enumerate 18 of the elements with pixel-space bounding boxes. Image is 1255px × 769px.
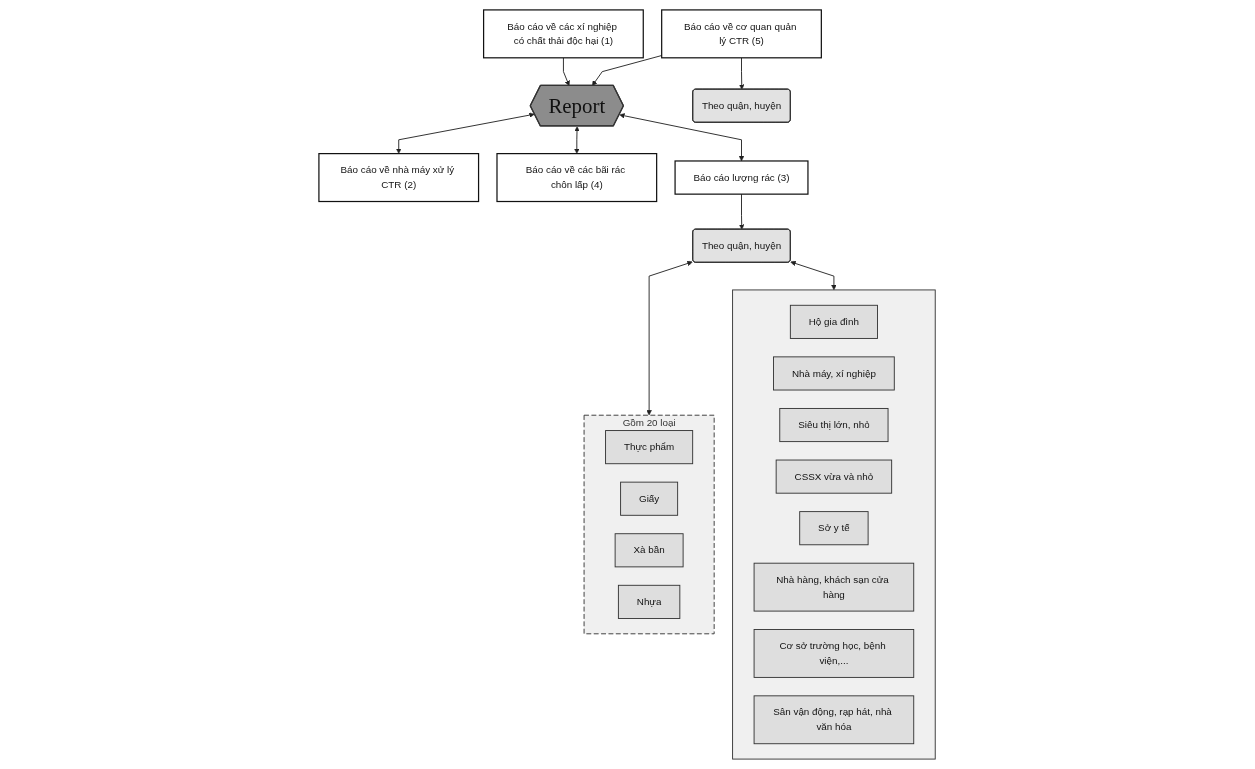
node-box: Báo cáo lượng rác (3) (674, 160, 809, 195)
node-box: Giấy (620, 481, 679, 516)
node-box: Nhà hàng, khách sạn cửa hàng (754, 562, 915, 612)
node-box: Sở y tế (799, 511, 869, 546)
node-box: Cơ sở trường học, bệnh viện,... (754, 629, 915, 678)
cluster (732, 289, 937, 760)
node-box: Siêu thị lớn, nhỏ (779, 408, 889, 443)
node-box: CSSX vừa và nhỏ (776, 459, 893, 494)
node-box: Báo cáo về các bãi rác chôn lấp (4) (496, 153, 658, 203)
node-box: Nhựa (618, 584, 681, 619)
node-box: Báo cáo về cơ quan quản lý CTR (5) (661, 9, 823, 59)
node-box: Hộ gia đình (790, 304, 879, 339)
node-box: Xà bần (615, 533, 684, 568)
node-box: Sân vận động, rạp hát, nhà văn hóa (754, 695, 915, 745)
node-box: Nhà máy, xí nghiệp (773, 356, 896, 391)
node-box: Thực phẩm (605, 430, 694, 465)
node-box: Báo cáo về các xí nghiệp có chất thải độc hại (1) (483, 9, 645, 59)
node-box: Báo cáo về nhà máy xử lý CTR (2) (318, 153, 480, 203)
